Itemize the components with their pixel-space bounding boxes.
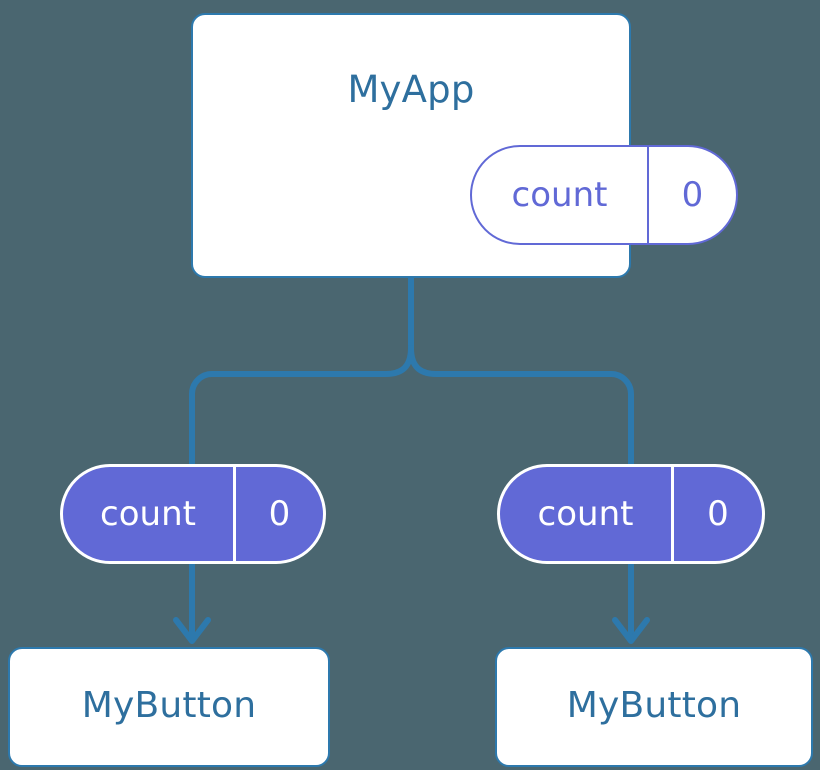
root-component-title: MyApp (347, 68, 475, 111)
left-state-value: 0 (268, 494, 291, 534)
root-state-key: count (472, 147, 649, 243)
left-state-key: count (63, 467, 236, 561)
left-leaf-component-card[interactable]: MyButton (8, 647, 330, 767)
root-state-value: 0 (681, 175, 704, 215)
arrow-head-right (612, 617, 650, 644)
right-state-pill[interactable]: count 0 (497, 464, 765, 564)
root-component-card[interactable]: MyApp count 0 (191, 13, 738, 278)
right-state-value: 0 (707, 494, 729, 534)
root-state-pill[interactable]: count 0 (470, 145, 738, 245)
branch-split-right (408, 345, 614, 377)
right-leaf-component-card[interactable]: MyButton (495, 647, 813, 767)
left-state-pill[interactable]: count 0 (60, 464, 326, 564)
branch-line-left (189, 371, 213, 470)
left-leaf-component-title: MyButton (81, 685, 257, 726)
branch-split-left (209, 345, 414, 377)
right-state-key: count (500, 467, 674, 561)
arrow-head-left (173, 617, 211, 644)
right-leaf-component-title: MyButton (566, 685, 742, 726)
branch-line-right (610, 371, 634, 470)
